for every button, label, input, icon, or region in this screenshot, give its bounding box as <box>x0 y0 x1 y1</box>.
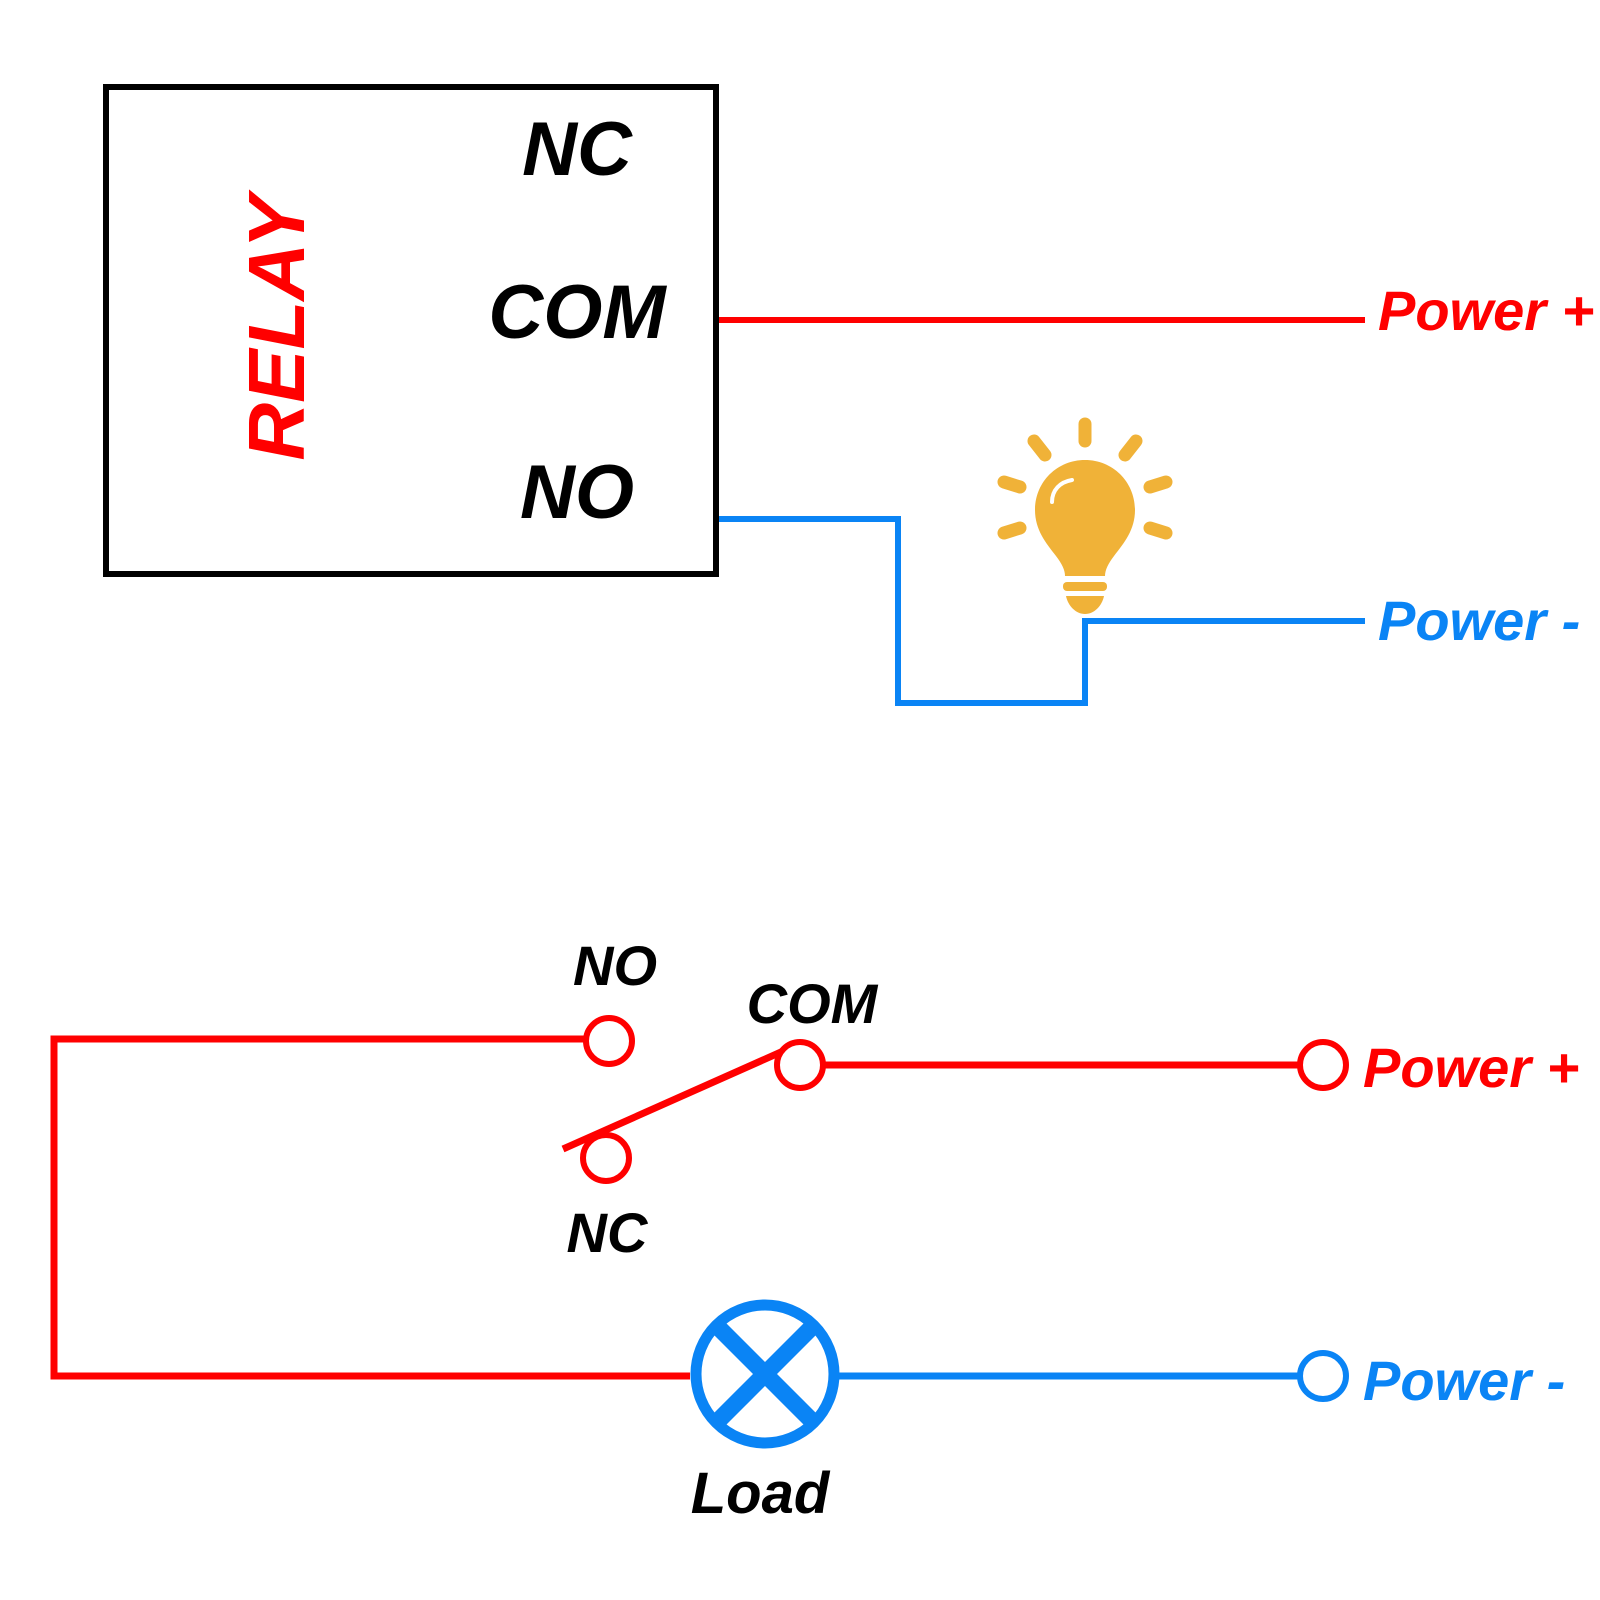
terminal-no-label: NO <box>520 450 634 535</box>
no-load-wire <box>50 1035 690 1380</box>
lamp-symbol-icon <box>690 1299 840 1449</box>
switch-no-label: NO <box>573 934 657 997</box>
bottom-power-minus-label: Power - <box>1363 1349 1565 1412</box>
switch-nc-terminal <box>580 1132 632 1184</box>
power-plus-terminal <box>1297 1039 1349 1091</box>
top-relay-diagram: RELAY NC COM NO Power + Power - <box>103 84 1594 706</box>
top-power-minus-label: Power - <box>1378 589 1580 652</box>
relay-label: RELAY <box>232 189 321 461</box>
switch-nc-label: NC <box>567 1201 649 1264</box>
terminal-com-label: COM <box>488 270 667 355</box>
no-bulb-wire <box>719 516 1365 706</box>
top-power-plus-label: Power + <box>1378 279 1594 342</box>
switch-arm <box>561 1044 792 1153</box>
switch-com-terminal <box>774 1039 826 1091</box>
bottom-switch-diagram: NO COM NC Power + Load Power - <box>50 934 1579 1526</box>
switch-no-terminal <box>583 1015 635 1067</box>
switch-com-label: COM <box>747 972 879 1035</box>
terminal-nc-label: NC <box>522 107 633 192</box>
bottom-power-plus-label: Power + <box>1363 1036 1579 1099</box>
relay-box <box>103 84 719 577</box>
power-minus-terminal <box>1297 1350 1349 1402</box>
load-label: Load <box>691 1461 831 1526</box>
light-bulb-icon <box>997 417 1173 614</box>
